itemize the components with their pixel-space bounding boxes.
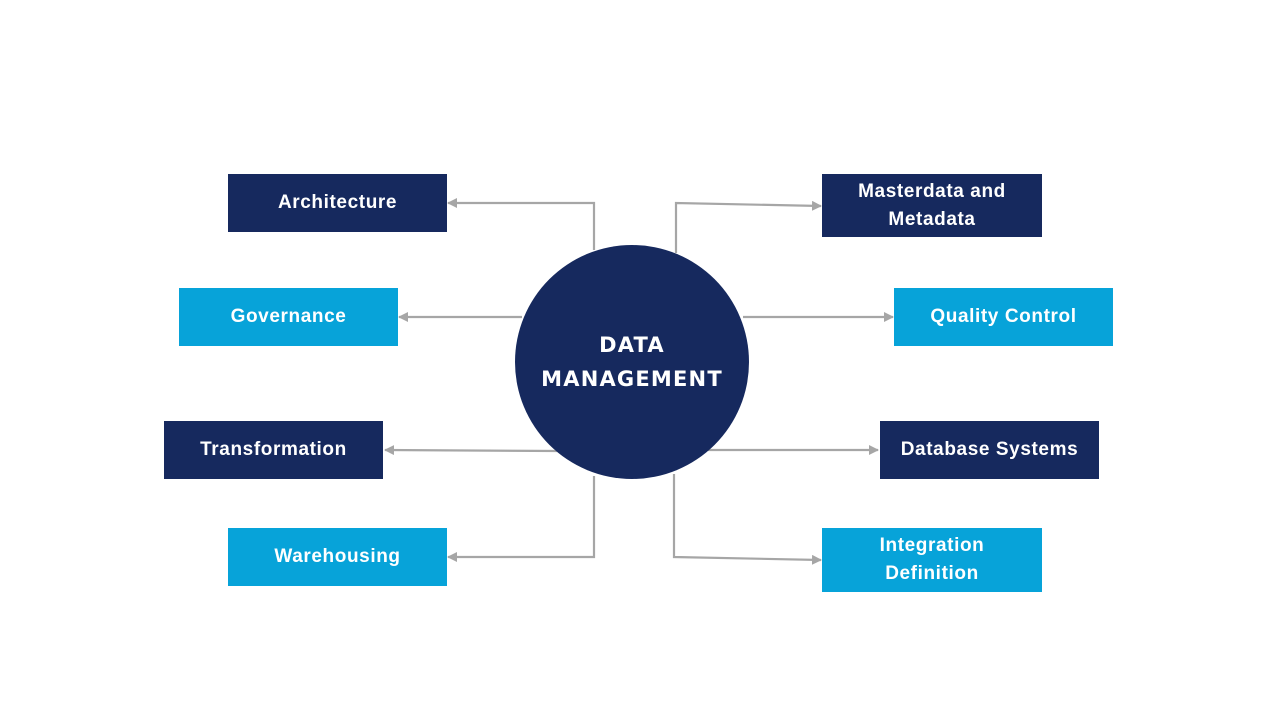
connector-masterdata: [674, 200, 822, 253]
node-quality-label: Quality Control: [930, 306, 1077, 327]
connector-architecture: [447, 198, 596, 250]
node-transformation-label: Transformation: [200, 439, 347, 460]
hub-label: DATA MANAGEMENT: [541, 333, 723, 391]
node-quality-control: Quality Control: [894, 288, 1113, 346]
node-masterdata-metadata: Masterdata and Metadata: [822, 174, 1042, 237]
node-governance: Governance: [179, 288, 398, 346]
data-management-hub: DATA MANAGEMENT: [515, 245, 749, 479]
node-database-label: Database Systems: [900, 439, 1079, 460]
node-warehousing: Warehousing: [228, 528, 447, 586]
node-integration-label: Integration Definition: [879, 535, 985, 584]
connector-transformation: [384, 445, 558, 456]
node-governance-label: Governance: [230, 306, 347, 327]
node-architecture-label: Architecture: [277, 192, 398, 213]
node-database-systems: Database Systems: [880, 421, 1099, 479]
node-architecture: Architecture: [228, 174, 447, 232]
node-transformation: Transformation: [164, 421, 383, 479]
node-masterdata-label: Masterdata and Metadata: [858, 180, 1006, 230]
connector-warehousing: [447, 476, 596, 562]
connector-integration: [672, 474, 822, 565]
node-warehousing-label: Warehousing: [274, 546, 401, 567]
node-integration-definition: Integration Definition: [822, 528, 1042, 592]
